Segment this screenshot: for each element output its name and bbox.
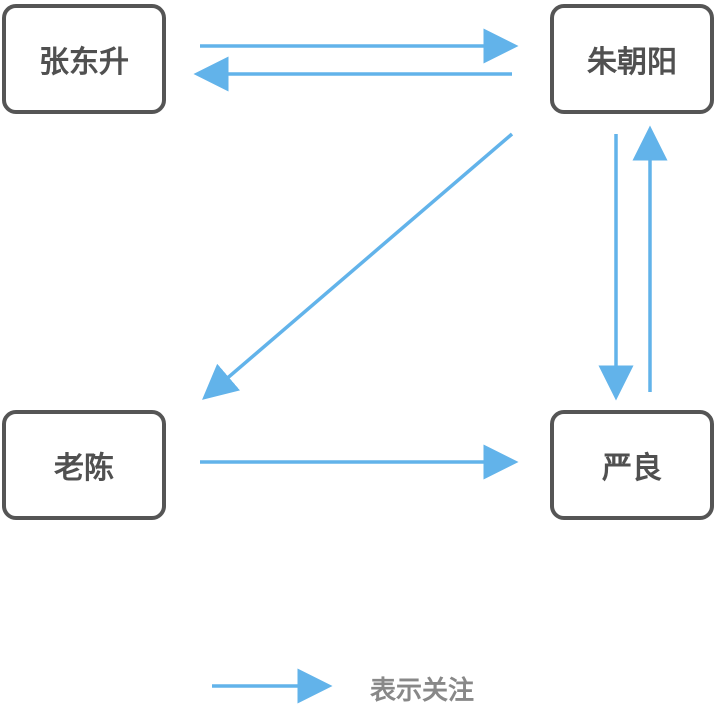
- node-yan-liang: 严良: [550, 410, 714, 520]
- node-zhang-dongsheng: 张东升: [2, 4, 166, 114]
- arrow-zhu-to-lao: [202, 132, 514, 400]
- node-label: 老陈: [54, 451, 114, 486]
- node-label: 严良: [602, 451, 662, 486]
- node-label: 张东升: [39, 45, 129, 80]
- legend-label: 表示关注: [370, 676, 475, 706]
- node-zhu-chaoyang: 朱朝阳: [550, 4, 714, 114]
- node-lao-chen: 老陈: [2, 410, 166, 520]
- node-label: 朱朝阳: [587, 45, 677, 80]
